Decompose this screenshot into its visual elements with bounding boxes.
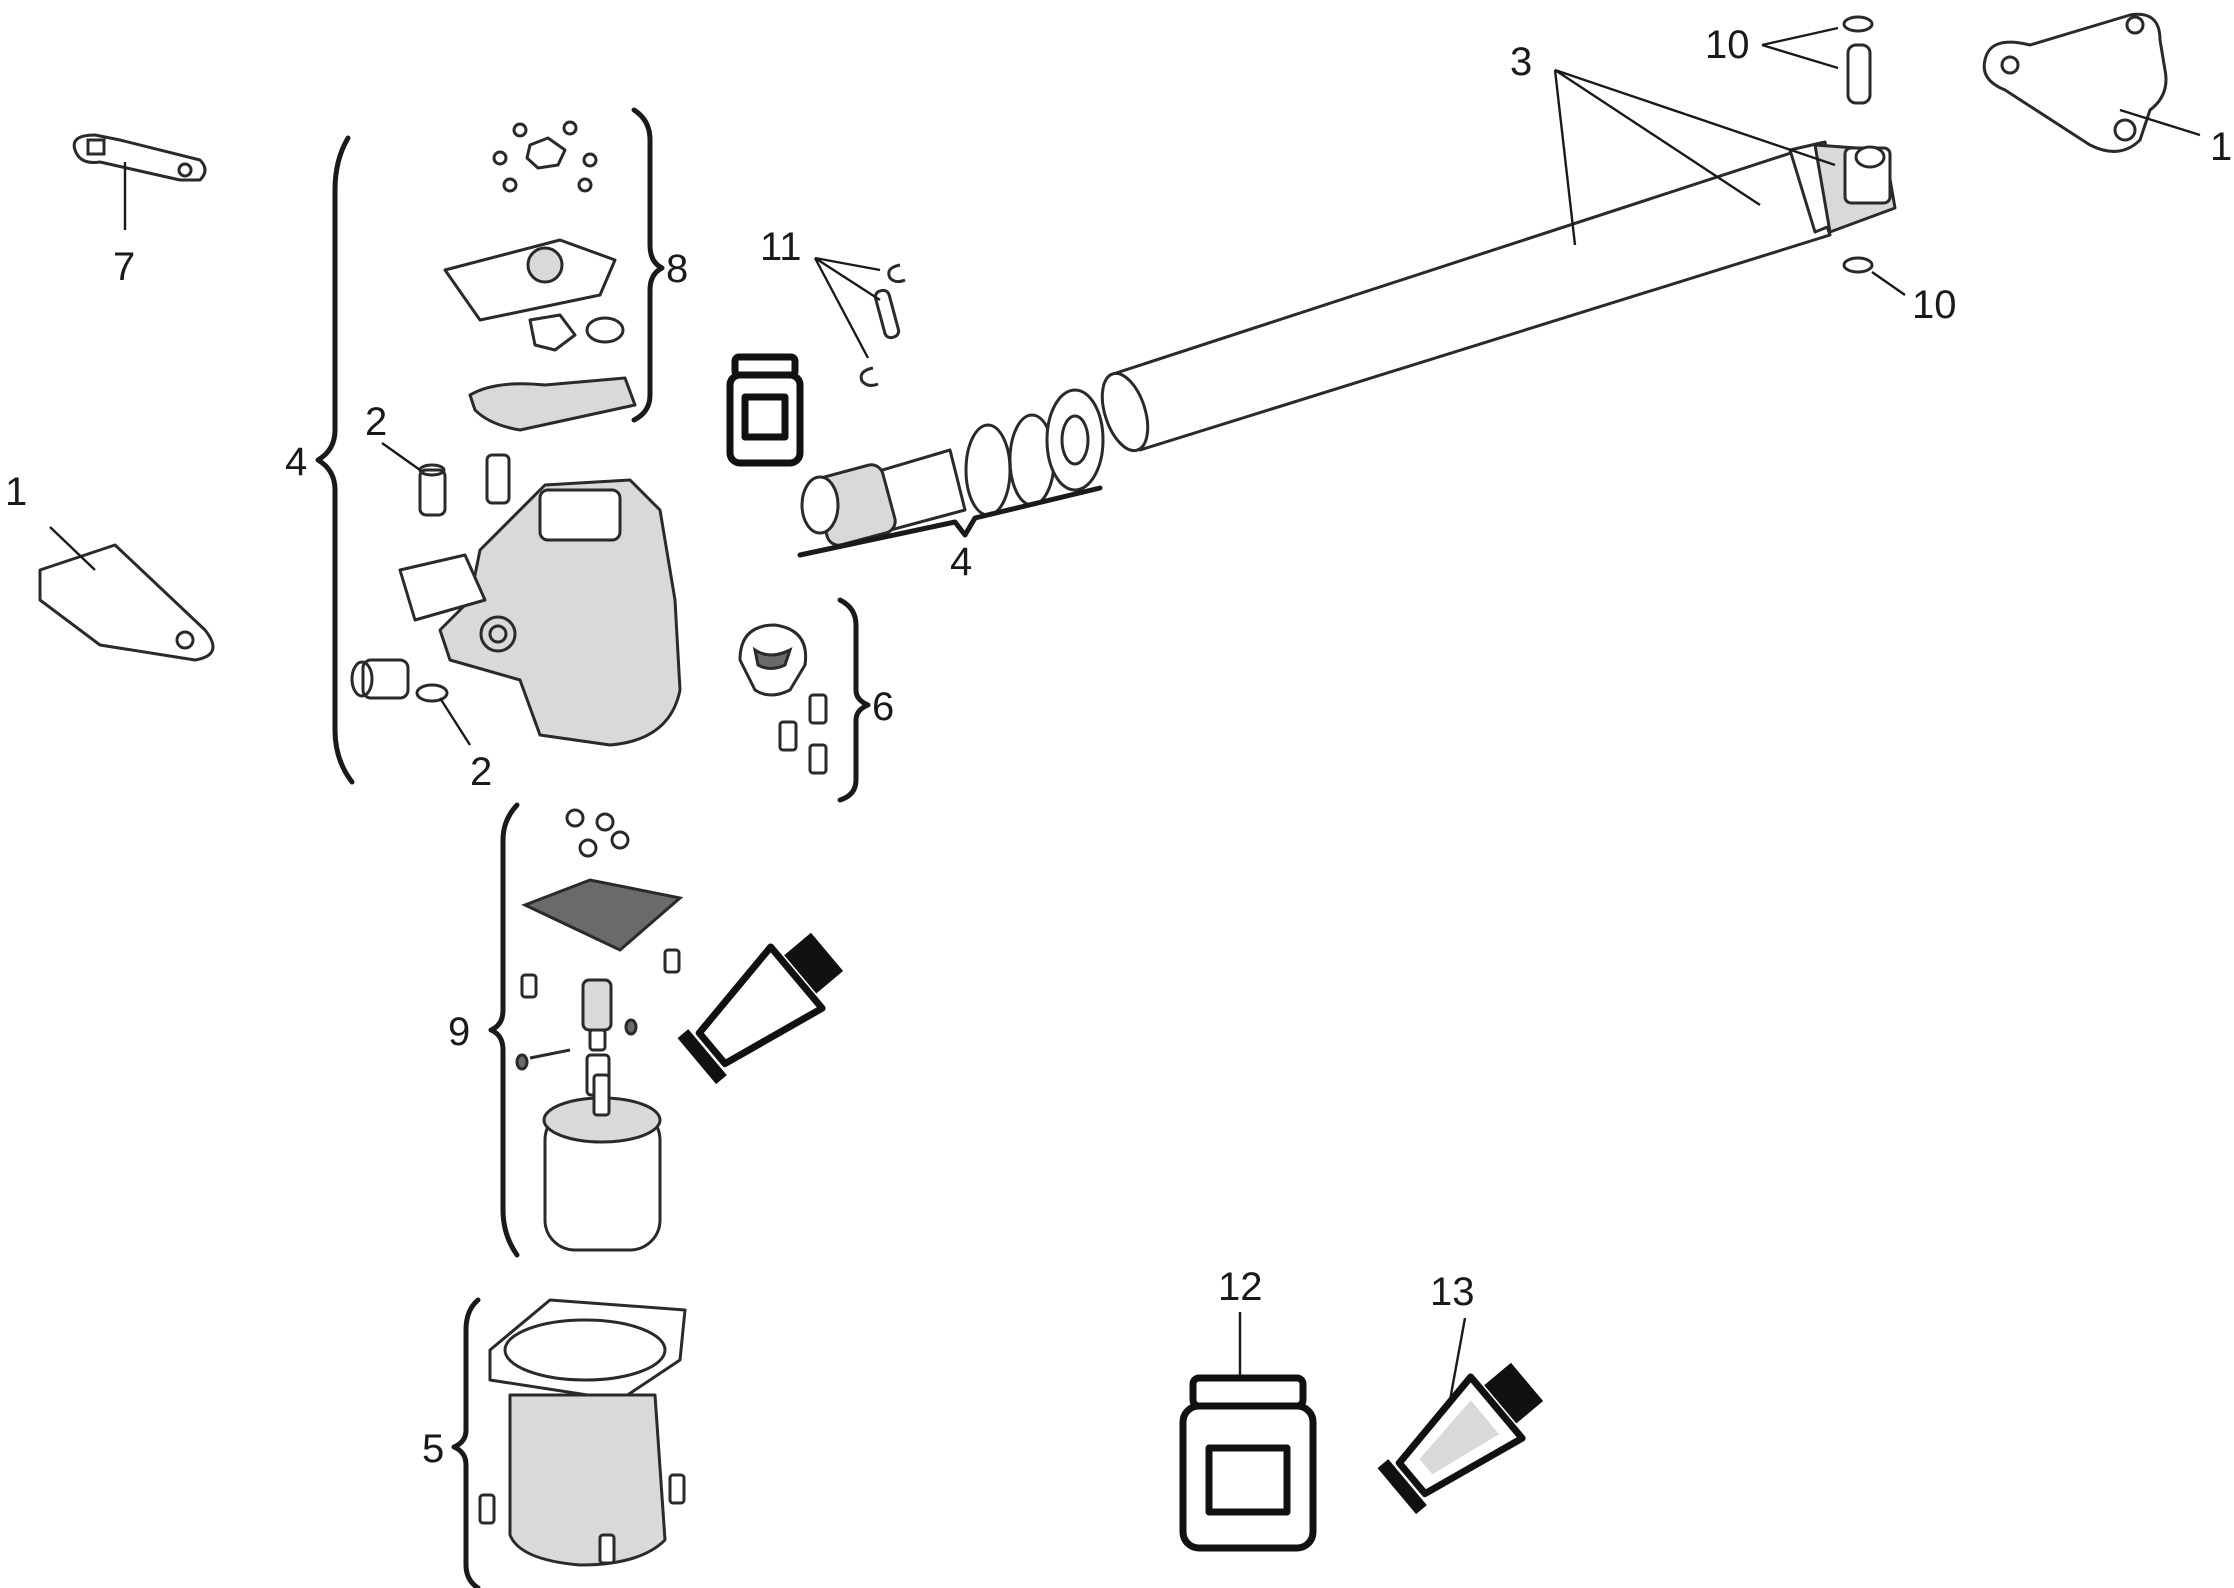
tube-icon [677, 932, 844, 1085]
clamp-and-screws-part [738, 623, 828, 775]
motor-group-part [515, 808, 684, 1252]
callout-4-left: 4 [285, 440, 307, 484]
callout-11: 11 [760, 225, 802, 269]
brace-4-left [315, 135, 355, 785]
main-housing-part [350, 453, 682, 747]
callout-1-right: 1 [2210, 125, 2232, 169]
callout-10-top: 10 [1705, 23, 1750, 67]
lever-part [72, 133, 207, 182]
pin-and-rings-part [1842, 15, 1874, 274]
callout-8: 8 [666, 247, 688, 291]
callout-10-right: 10 [1912, 283, 1957, 327]
gear-assembly-part [800, 388, 1105, 547]
brace-4-gear [797, 485, 1103, 558]
brace-6 [837, 597, 871, 803]
tube-icon [1377, 1362, 1544, 1515]
left-plate-part [38, 543, 215, 662]
leader-lines [49, 26, 2201, 1401]
jar-icon [1179, 1374, 1317, 1552]
actuator-tube-part [1100, 140, 1897, 453]
callout-1-left: 1 [5, 470, 27, 514]
callout-5: 5 [422, 1427, 444, 1471]
callout-9: 9 [448, 1010, 470, 1054]
brace-5 [451, 1297, 481, 1588]
callout-4-gear: 4 [950, 540, 972, 584]
callout-7: 7 [113, 245, 135, 289]
top-cover-assembly-part [443, 120, 637, 432]
callout-2-top: 2 [365, 400, 387, 444]
base-housing-part [478, 1298, 687, 1567]
callout-13: 13 [1430, 1270, 1475, 1314]
callout-2-bottom: 2 [470, 750, 492, 794]
jar-icon [726, 353, 804, 467]
brace-8 [631, 107, 665, 423]
top-right-bracket-part [1982, 12, 2168, 153]
callout-12: 12 [1218, 1265, 1263, 1309]
callout-3: 3 [1510, 40, 1532, 84]
clip-parts [859, 263, 906, 387]
brace-9 [488, 802, 520, 1258]
callout-6: 6 [872, 685, 894, 729]
